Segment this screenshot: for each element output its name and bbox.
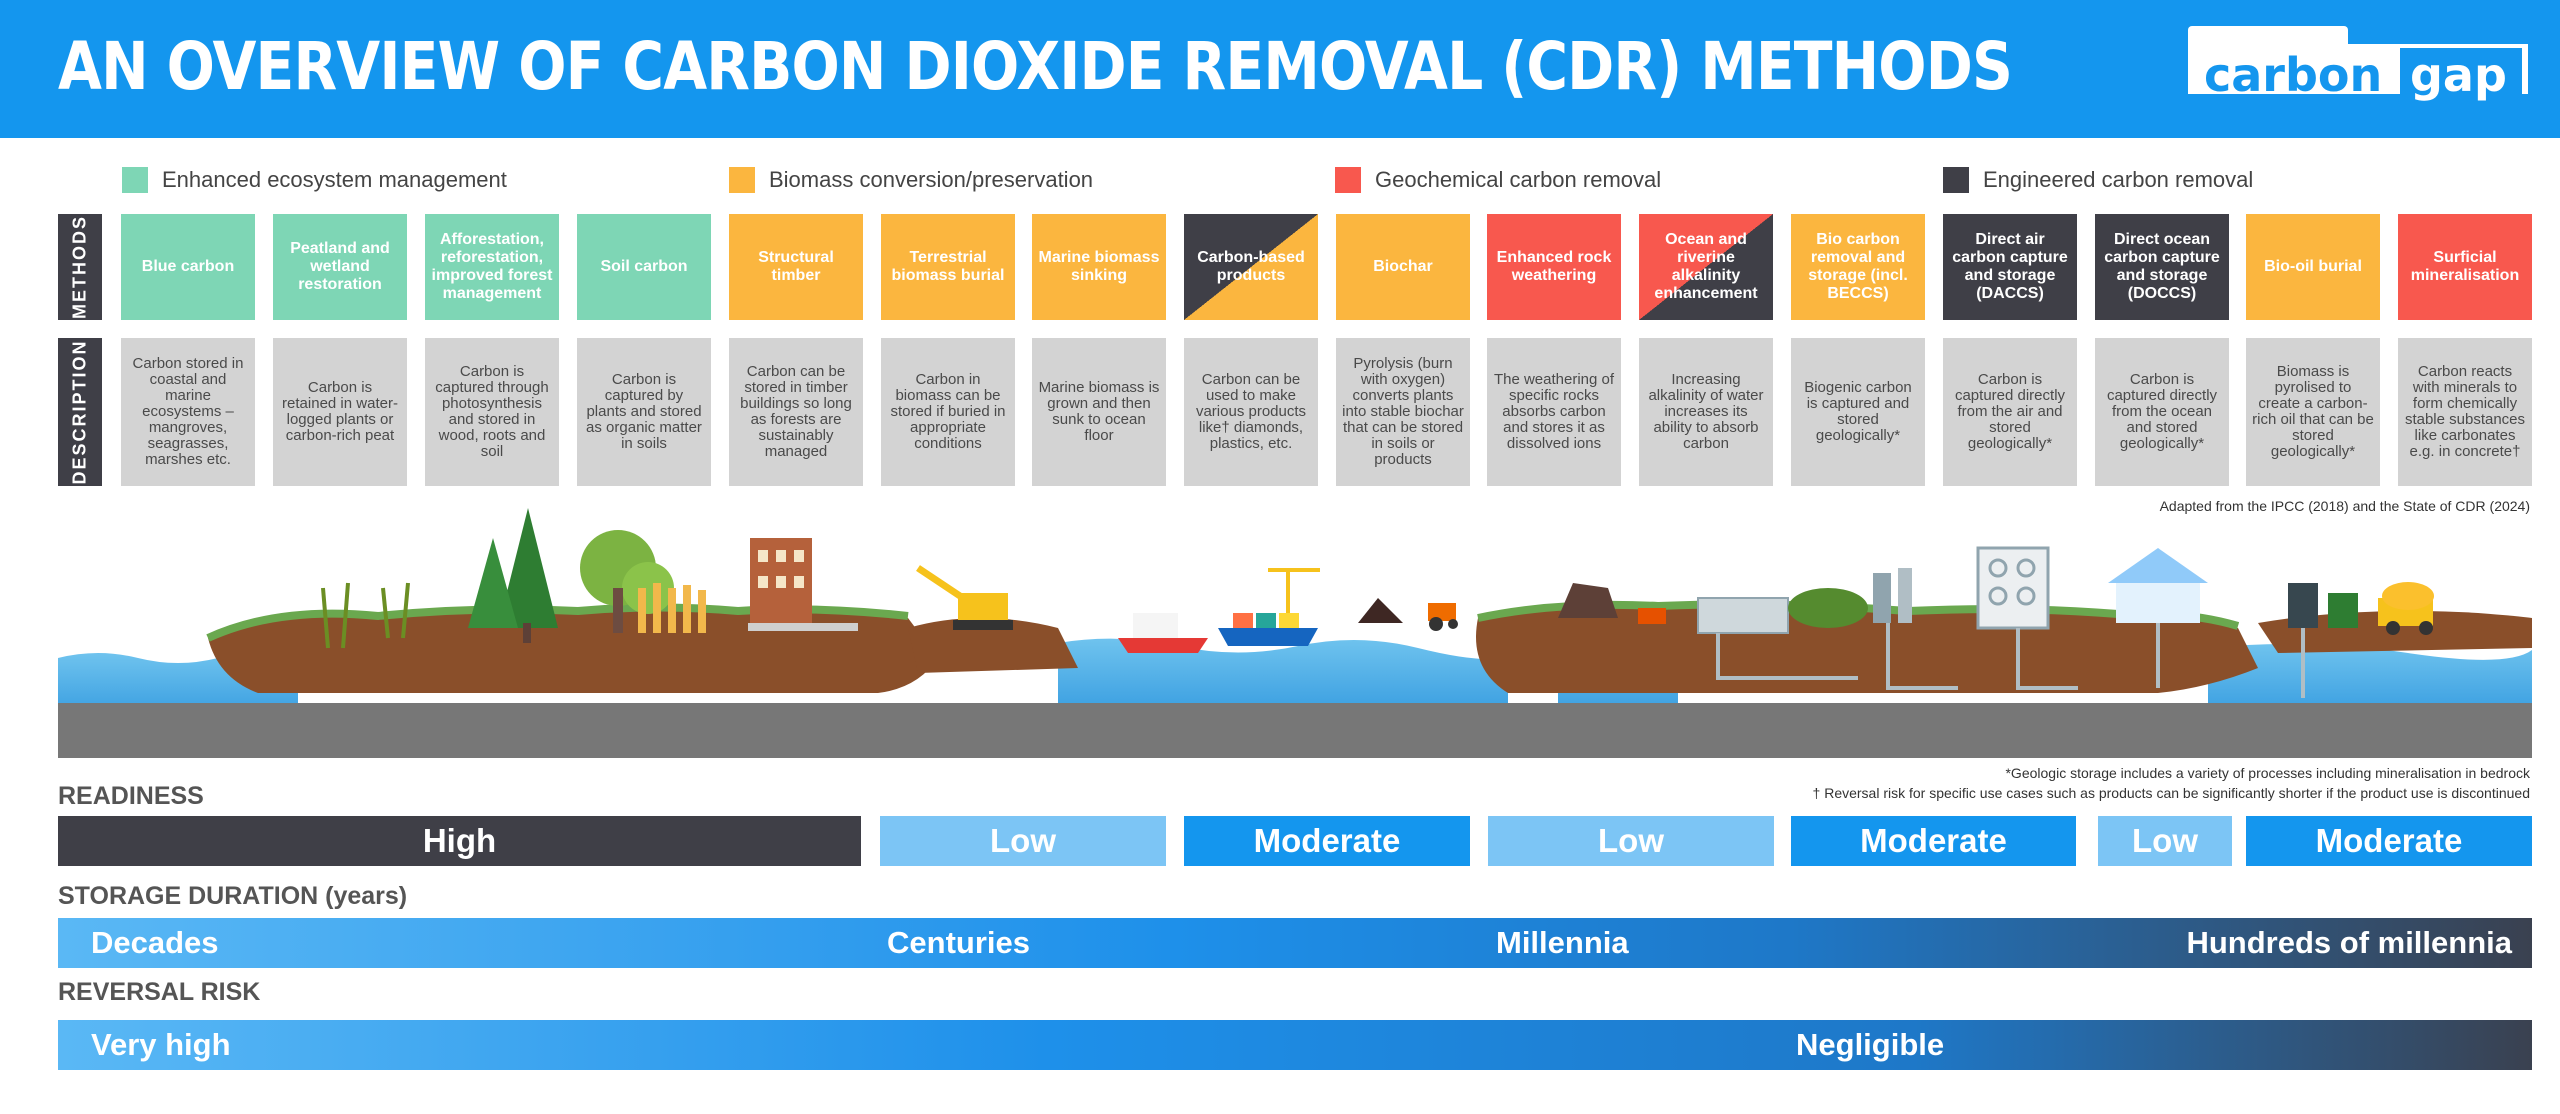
legend-label: Enhanced ecosystem management [162, 167, 507, 192]
legend-label: Engineered carbon removal [1983, 167, 2254, 192]
readiness-title: READINESS [58, 782, 204, 810]
method-daccs: Direct air carbon capture and storage (D… [1943, 214, 2077, 320]
carbon-gap-logo: carbon gap [2188, 26, 2528, 116]
readiness-bar-moderate: Moderate [1791, 816, 2076, 866]
source-note: Adapted from the IPCC (2018) and the Sta… [2159, 498, 2530, 514]
legend-swatch [729, 167, 755, 193]
silo-icon [1873, 573, 1891, 623]
legend-label: Geochemical carbon removal [1375, 167, 1662, 192]
legend-swatch [1335, 167, 1361, 193]
desc-biochar: Pyrolysis (burn with oxygen) converts pl… [1336, 338, 1470, 486]
desc-terrestrial-biomass-burial: Carbon in biomass can be stored if burie… [881, 338, 1015, 486]
treatment-plant-icon [1697, 597, 1789, 634]
desc-structural-timber: Carbon can be stored in timber buildings… [729, 338, 863, 486]
readiness-bar-moderate: Moderate [2246, 816, 2532, 866]
rock-pile-icon [1558, 583, 1618, 618]
reversal-label-very-high: Very high [91, 1027, 231, 1062]
method-blue-carbon: Blue carbon [121, 214, 255, 320]
storage-duration-title: STORAGE DURATION (years) [58, 882, 408, 910]
storage-label-centuries: Centuries [887, 925, 1030, 960]
reversal-footnote: † Reversal risk for specific use cases s… [1812, 785, 2530, 801]
readiness-bar-low: Low [1488, 816, 1774, 866]
readiness-bar-low: Low [880, 816, 1166, 866]
method-surficial-mineralisation: Surficial mineralisation [2398, 214, 2532, 320]
method-doccs: Direct ocean carbon capture and storage … [2095, 214, 2229, 320]
reversal-label-negligible: Negligible [1796, 1027, 1945, 1062]
tree-icon [498, 508, 558, 628]
method-peatland-restoration: Peatland and wetland restoration [273, 214, 407, 320]
biogas-dome-icon [1788, 588, 1868, 628]
legend-item-ecosystem: Enhanced ecosystem management [122, 165, 507, 195]
storage-label-millennia: Millennia [1496, 925, 1629, 960]
method-carbon-based-products: Carbon-based products [1184, 214, 1318, 320]
desc-doccs: Carbon is captured directly from the oce… [2095, 338, 2229, 486]
reversal-risk-bar: Very high Negligible [58, 1020, 2532, 1070]
direct-air-capture-icon [1976, 546, 2050, 630]
readiness-bar-moderate: Moderate [1184, 816, 1470, 866]
wheat-icon [638, 583, 706, 633]
method-ocean-alkalinity: Ocean and riverine alkalinity enhancemen… [1639, 214, 1773, 320]
method-enhanced-rock-weathering: Enhanced rock weathering [1487, 214, 1621, 320]
method-bio-oil-burial: Bio-oil burial [2246, 214, 2380, 320]
header-banner: AN OVERVIEW OF CARBON DIOXIDE REMOVAL (C… [0, 0, 2560, 138]
storage-label-decades: Decades [91, 925, 219, 960]
boat-icon [1118, 638, 1208, 653]
desc-soil-carbon: Carbon is captured by plants and stored … [577, 338, 711, 486]
method-biochar: Biochar [1336, 214, 1470, 320]
description-side-label: DESCRIPTION [58, 338, 102, 486]
geologic-footnote: *Geologic storage includes a variety of … [2005, 765, 2530, 781]
page-title: AN OVERVIEW OF CARBON DIOXIDE REMOVAL (C… [58, 28, 2013, 105]
desc-enhanced-rock-weathering: The weathering of specific rocks absorbs… [1487, 338, 1621, 486]
readiness-bar-high: High [58, 816, 861, 866]
desc-blue-carbon: Carbon stored in coastal and marine ecos… [121, 338, 255, 486]
storage-label-hundreds-of-millennia: Hundreds of millennia [2186, 925, 2512, 960]
biochar-pile [1358, 598, 1403, 623]
reeds-icon [321, 582, 410, 649]
readiness-bar-low: Low [2098, 816, 2232, 866]
desc-daccs: Carbon is captured directly from the air… [1943, 338, 2077, 486]
pyrolysis-unit-icon [2288, 583, 2318, 628]
tractor-icon [1638, 608, 1666, 624]
legend-item-geochemical: Geochemical carbon removal [1335, 165, 1661, 195]
storage-duration-bar: Decades Centuries Millennia Hundreds of … [58, 918, 2532, 968]
landscape-illustration [58, 508, 2532, 758]
desc-marine-biomass-sinking: Marine biomass is grown and then sunk to… [1032, 338, 1166, 486]
legend-item-biomass: Biomass conversion/preservation [729, 165, 1093, 195]
logo-word-carbon: carbon [2204, 48, 2383, 102]
excavator-icon [958, 593, 1008, 621]
method-terrestrial-biomass-burial: Terrestrial biomass burial [881, 214, 1015, 320]
legend-swatch [1943, 167, 1969, 193]
desc-beccs: Biogenic carbon is captured and stored g… [1791, 338, 1925, 486]
logo-word-gap: gap [2410, 48, 2507, 102]
cargo-ship-icon [1218, 628, 1318, 646]
desc-afforestation: Carbon is captured through photosynthesi… [425, 338, 559, 486]
method-structural-timber: Structural timber [729, 214, 863, 320]
method-soil-carbon: Soil carbon [577, 214, 711, 320]
methods-side-label: METHODS [58, 214, 102, 320]
soil-land [208, 609, 938, 693]
bedrock [58, 703, 2532, 758]
legend-label: Biomass conversion/preservation [769, 167, 1094, 192]
desc-bio-oil-burial: Biomass is pyrolised to create a carbon-… [2246, 338, 2380, 486]
method-afforestation: Afforestation, reforestation, improved f… [425, 214, 559, 320]
injection-pipes [1716, 623, 2305, 698]
tractor-icon [1428, 603, 1456, 621]
legend-item-engineered: Engineered carbon removal [1943, 165, 2253, 195]
desc-peatland-restoration: Carbon is retained in water-logged plant… [273, 338, 407, 486]
method-beccs: Bio carbon removal and storage (incl. BE… [1791, 214, 1925, 320]
desc-surficial-mineralisation: Carbon reacts with minerals to form chem… [2398, 338, 2532, 486]
desc-ocean-alkalinity: Increasing alkalinity of water increases… [1639, 338, 1773, 486]
legend-swatch [122, 167, 148, 193]
reversal-risk-title: REVERSAL RISK [58, 978, 261, 1006]
desc-carbon-based-products: Carbon can be used to make various produ… [1184, 338, 1318, 486]
method-marine-biomass-sinking: Marine biomass sinking [1032, 214, 1166, 320]
ocean-capture-plant-icon [2108, 548, 2208, 583]
